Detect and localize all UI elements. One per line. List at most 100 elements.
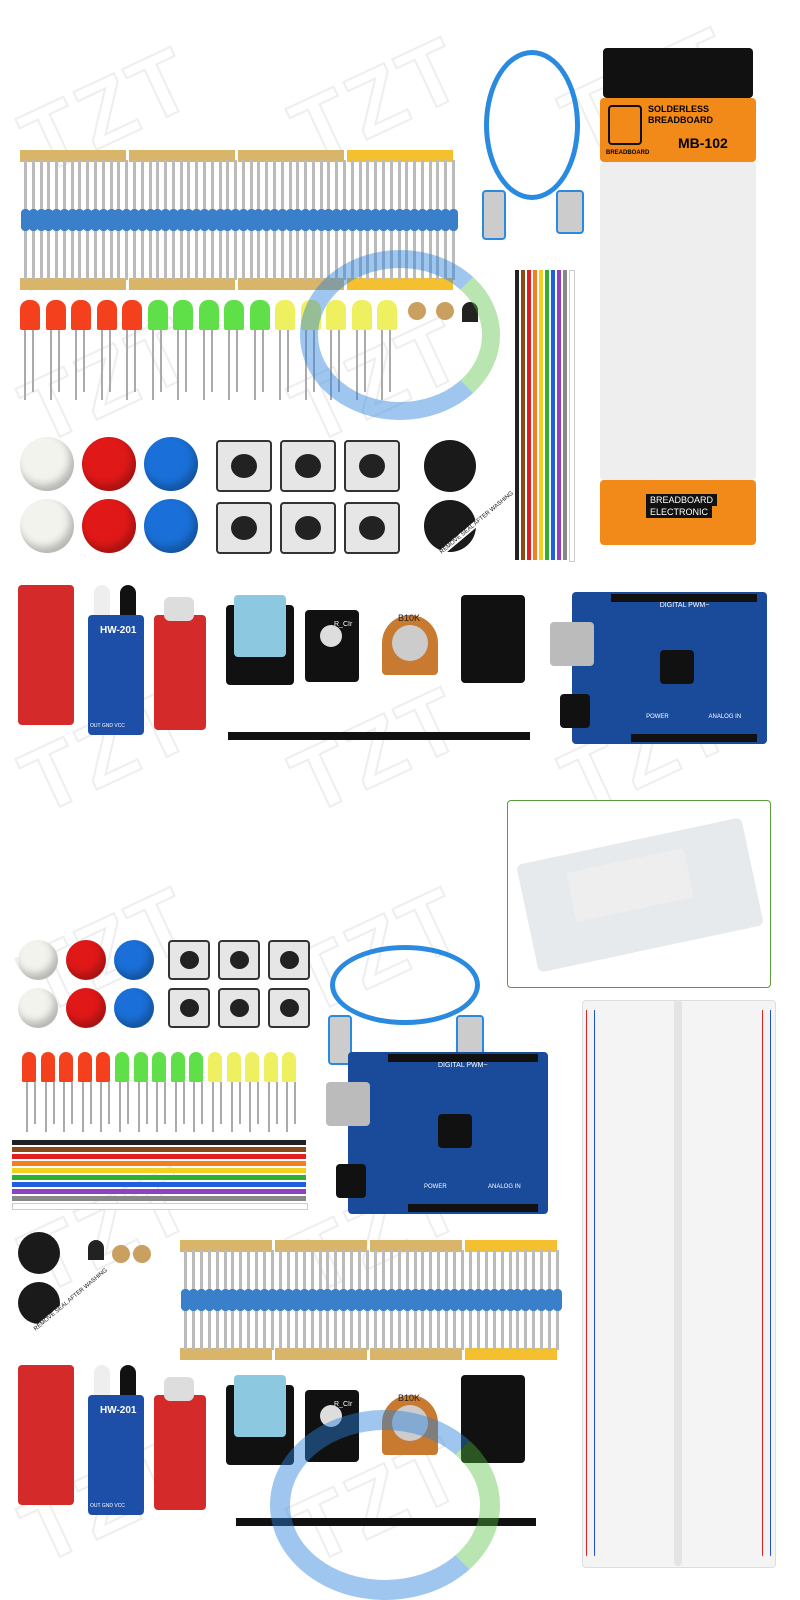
led-leg xyxy=(34,1082,36,1124)
resistor xyxy=(489,1250,499,1350)
jumper-wire xyxy=(533,270,537,560)
resistor xyxy=(137,160,147,280)
tactile-switch xyxy=(344,502,400,554)
resistor-body xyxy=(277,209,287,231)
usb-b-plug xyxy=(556,190,584,234)
ir-led xyxy=(94,1365,110,1395)
resistor xyxy=(363,1250,373,1350)
pack-footer-line1: BREADBOARD xyxy=(646,494,718,506)
breadboard-in-pack bbhole xyxy=(600,162,756,480)
resistor-body xyxy=(283,1289,293,1311)
resistor-body xyxy=(145,209,155,231)
switch-knob xyxy=(179,951,199,969)
led xyxy=(22,1052,36,1082)
resistor xyxy=(433,160,443,280)
resistor-body xyxy=(450,1289,460,1311)
arduino-digital-label: DIGITAL PWM~ xyxy=(659,602,710,609)
led-leg xyxy=(49,330,52,400)
resistor-body xyxy=(244,1289,254,1311)
breadboard-rail-line xyxy=(770,1010,771,1556)
breadboard-rail-line xyxy=(594,1010,595,1556)
resistor xyxy=(340,160,350,280)
tape-strip xyxy=(275,1240,367,1252)
led-leg xyxy=(210,330,213,392)
resistor-body xyxy=(161,209,171,231)
resistor xyxy=(153,160,163,280)
led-leg xyxy=(249,1082,252,1132)
pack-brand: BREADBOARD xyxy=(606,150,650,156)
led-leg xyxy=(220,1082,222,1124)
breadboard-pack-header xyxy=(603,48,753,98)
jumper-wire xyxy=(12,1154,306,1159)
resistor-body xyxy=(223,209,233,231)
resistor xyxy=(441,160,451,280)
led-leg xyxy=(145,1082,148,1124)
resistor xyxy=(196,1250,206,1350)
resistor xyxy=(355,160,365,280)
resistor xyxy=(215,160,225,280)
resistor xyxy=(378,1250,388,1350)
led xyxy=(208,1052,222,1082)
resistor xyxy=(465,1250,475,1350)
arduino-header xyxy=(611,594,758,602)
breadboard-rail-line xyxy=(586,1010,587,1556)
ir-sensor-pins: OUT GND VCC xyxy=(90,723,125,729)
resistor xyxy=(339,1250,349,1350)
button-cap xyxy=(144,437,198,491)
resistor xyxy=(442,1250,452,1350)
usb-a-plug xyxy=(482,190,506,240)
button-cap xyxy=(82,499,136,553)
jumper-wire xyxy=(545,270,549,560)
microphone xyxy=(164,597,194,621)
photoresistor xyxy=(133,1245,151,1263)
resistor xyxy=(371,160,381,280)
led-leg xyxy=(108,1082,111,1124)
led-leg xyxy=(26,1082,28,1132)
resistor-body xyxy=(67,209,77,231)
resistor-body xyxy=(331,1289,341,1311)
resistor-body xyxy=(378,1289,388,1311)
led-leg xyxy=(286,1082,289,1132)
resistor xyxy=(331,1250,341,1350)
tactile-switch xyxy=(344,440,400,492)
resistor xyxy=(307,1250,317,1350)
resistor xyxy=(425,160,435,280)
tape-strip xyxy=(465,1240,557,1252)
breadboard-rail-line xyxy=(762,1010,763,1556)
dht11-sensor xyxy=(234,595,286,657)
led xyxy=(96,1052,111,1082)
resistor xyxy=(285,160,295,280)
resistor-body xyxy=(114,209,124,231)
resistor xyxy=(36,160,46,280)
resistor xyxy=(275,1250,285,1350)
potentiometer-label: B10K xyxy=(398,613,421,623)
led-leg xyxy=(228,330,230,400)
led-leg xyxy=(32,330,34,392)
led-leg xyxy=(159,330,162,392)
resistor xyxy=(246,160,256,280)
resistor-body xyxy=(285,209,295,231)
microphone xyxy=(164,1377,194,1401)
led xyxy=(282,1052,297,1082)
led-leg xyxy=(253,330,256,400)
tactile-switch xyxy=(216,502,272,554)
resistor xyxy=(91,160,101,280)
breadboard-center-channel xyxy=(674,1000,682,1566)
led-leg xyxy=(275,1082,278,1124)
resistor xyxy=(537,1250,547,1350)
resistor-body xyxy=(238,209,248,231)
resistor xyxy=(270,160,280,280)
resistor-body xyxy=(418,1289,428,1311)
resistor xyxy=(122,160,132,280)
resistor-body xyxy=(75,209,85,231)
resistor-body xyxy=(417,209,427,231)
resistor-body xyxy=(299,1289,309,1311)
resistor xyxy=(83,160,93,280)
resistor-body xyxy=(268,1289,278,1311)
resistor xyxy=(553,1250,562,1350)
led xyxy=(115,1052,129,1082)
led xyxy=(198,300,219,330)
led xyxy=(133,1052,148,1082)
resistor xyxy=(434,1250,444,1350)
resistor xyxy=(402,1250,412,1350)
